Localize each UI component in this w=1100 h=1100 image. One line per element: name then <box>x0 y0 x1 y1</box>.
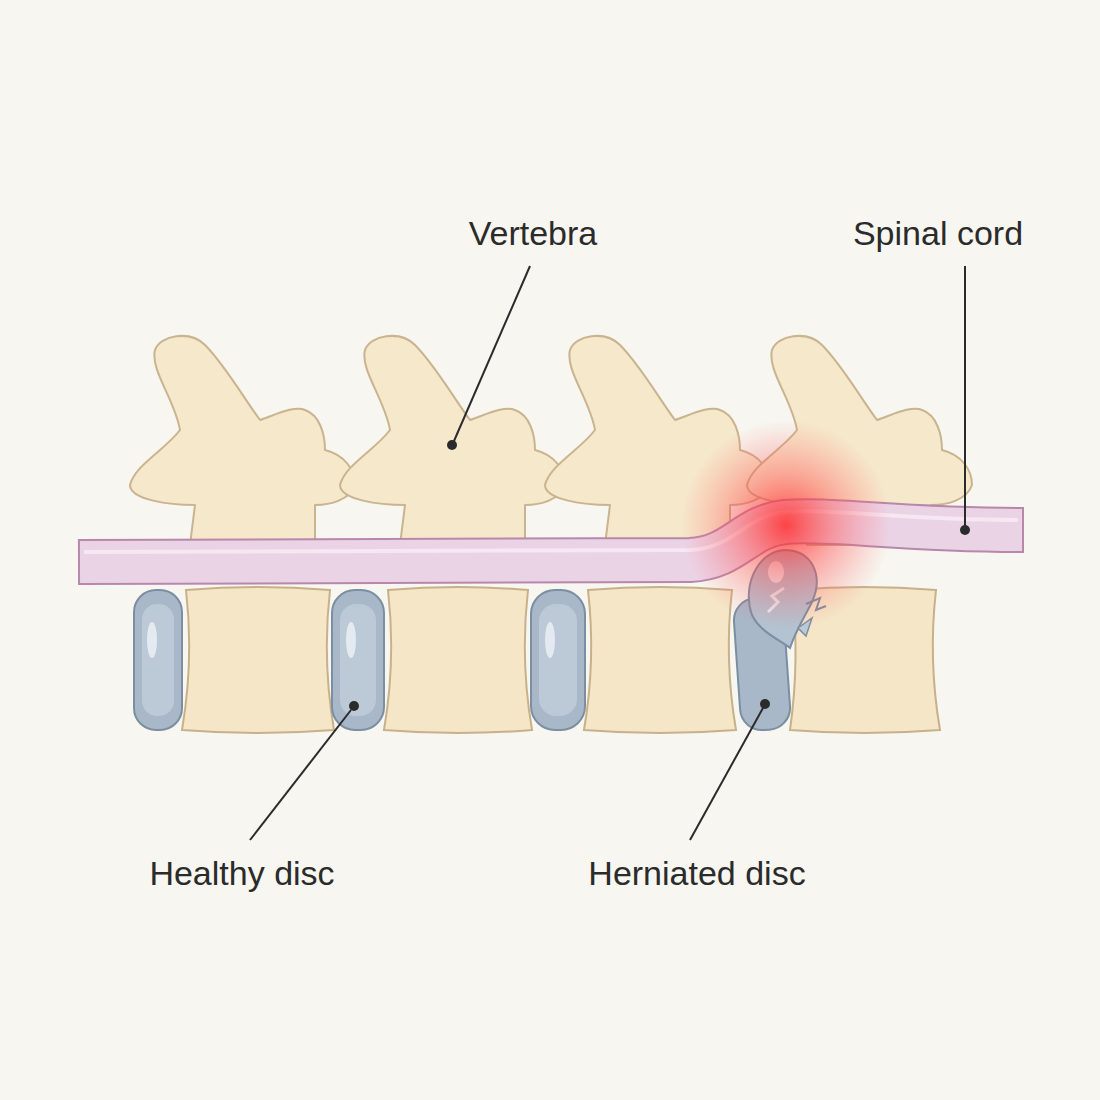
leader-lines <box>250 266 970 840</box>
leader-dot <box>349 701 359 711</box>
part-label: Herniated disc <box>588 854 805 892</box>
disc-highlight <box>340 604 376 716</box>
vertebral-body <box>384 587 532 733</box>
disc-highlight <box>539 604 577 716</box>
disc <box>332 590 384 730</box>
label-holder: Spinal cord <box>853 213 1023 253</box>
label-holder: Vertebra <box>469 213 598 253</box>
disc <box>134 590 182 730</box>
leader-line <box>690 708 763 840</box>
disc-highlight <box>142 604 174 716</box>
label-holder: Herniated disc <box>588 853 805 893</box>
healthy-discs <box>134 590 585 730</box>
vertebral-body <box>584 587 736 733</box>
vertebra-arch <box>130 336 355 545</box>
leader-line <box>250 710 351 840</box>
leader-dot <box>447 440 457 450</box>
vertebra-arch <box>340 336 565 545</box>
label-holder: Healthy disc <box>149 853 334 893</box>
vertebral-body <box>182 587 334 733</box>
disc-shine <box>147 622 157 658</box>
disc <box>531 590 585 730</box>
leader-line <box>454 266 530 441</box>
pain-glow <box>681 420 891 630</box>
part-label: Spinal cord <box>853 214 1023 252</box>
leader-line <box>964 266 966 526</box>
part-label: Healthy disc <box>149 854 334 892</box>
disc-shine <box>346 622 356 658</box>
disc-shine <box>545 622 555 658</box>
leader-dot <box>760 699 770 709</box>
part-label: Vertebra <box>469 214 598 252</box>
leader-dot <box>960 525 970 535</box>
